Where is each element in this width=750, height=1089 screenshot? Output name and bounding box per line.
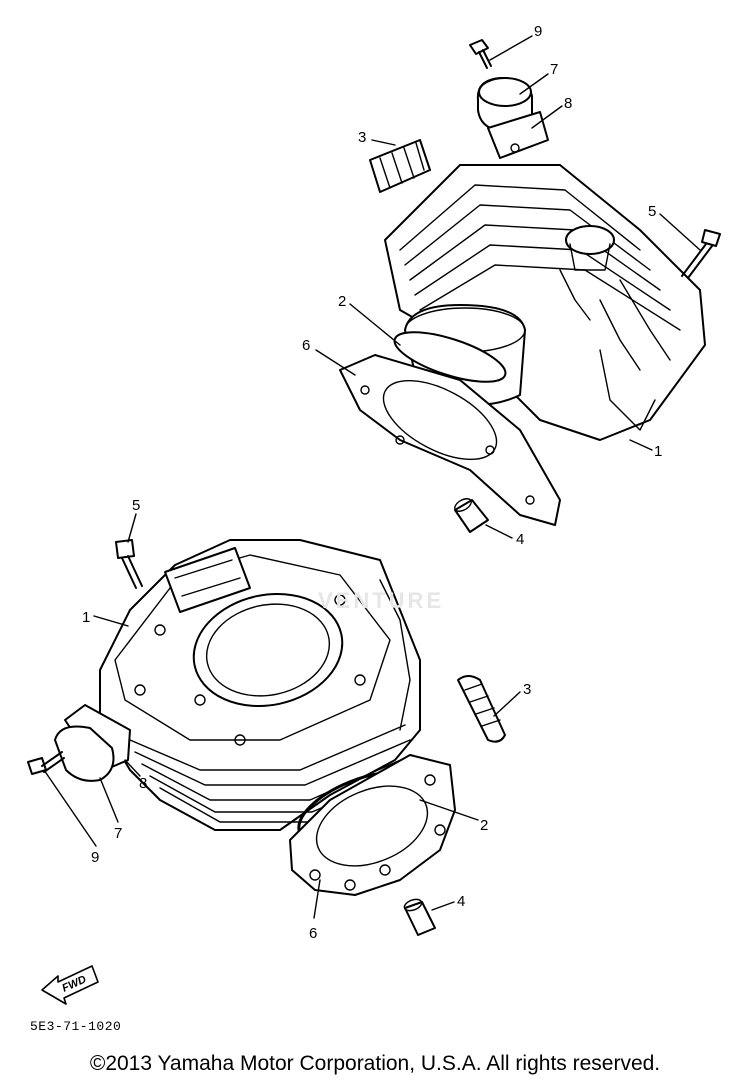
lower-cover-cap-7: [54, 725, 115, 782]
forward-arrow-icon: FWD: [41, 965, 99, 1005]
upper-cover-gasket-8: [487, 111, 549, 159]
lower-bolt-9: [27, 751, 65, 775]
lower-cylinder-body-1: [99, 539, 421, 831]
callout-lower-5: 5: [132, 497, 140, 514]
callout-upper-2: 2: [338, 293, 346, 310]
lower-cylinder-assembly: 5 1 3 8 7 9 2 4 6: [27, 497, 531, 942]
lower-damper-3: [457, 675, 506, 743]
callout-upper-1: 1: [654, 443, 662, 460]
upper-bolt-5: [681, 229, 721, 279]
callout-lower-8: 8: [139, 775, 147, 792]
callout-lower-7: 7: [114, 825, 122, 842]
callout-upper-6: 6: [302, 337, 310, 354]
callout-lower-3: 3: [523, 681, 531, 698]
lower-base-gasket-6: [289, 754, 456, 896]
callout-upper-3: 3: [358, 129, 366, 146]
callout-upper-8: 8: [564, 95, 572, 112]
upper-cylinder-assembly: 9 7 8 3 5 2 6 1 4: [302, 23, 721, 548]
callout-upper-4: 4: [516, 531, 524, 548]
copyright-notice: ©2013 Yamaha Motor Corporation, U.S.A. A…: [89, 1052, 661, 1075]
lower-bolt-5: [115, 539, 143, 589]
callout-lower-9: 9: [91, 849, 99, 866]
upper-dowel-4: [454, 498, 489, 533]
callout-upper-7: 7: [550, 61, 558, 78]
callout-lower-6: 6: [309, 925, 317, 942]
callout-lower-1: 1: [82, 609, 90, 626]
upper-bolt-9: [469, 39, 492, 69]
upper-damper-3: [369, 139, 431, 193]
lower-dowel-4: [403, 898, 436, 936]
watermark: VENTURE: [318, 588, 445, 613]
callout-lower-4: 4: [457, 893, 465, 910]
diagram-code: 5E3-71-1020: [30, 1019, 122, 1034]
upper-o-ring-2: [393, 331, 507, 383]
callout-lower-2: 2: [480, 817, 488, 834]
callout-upper-9: 9: [534, 23, 542, 40]
callout-upper-5: 5: [648, 203, 656, 220]
upper-base-gasket-6: [339, 354, 561, 526]
